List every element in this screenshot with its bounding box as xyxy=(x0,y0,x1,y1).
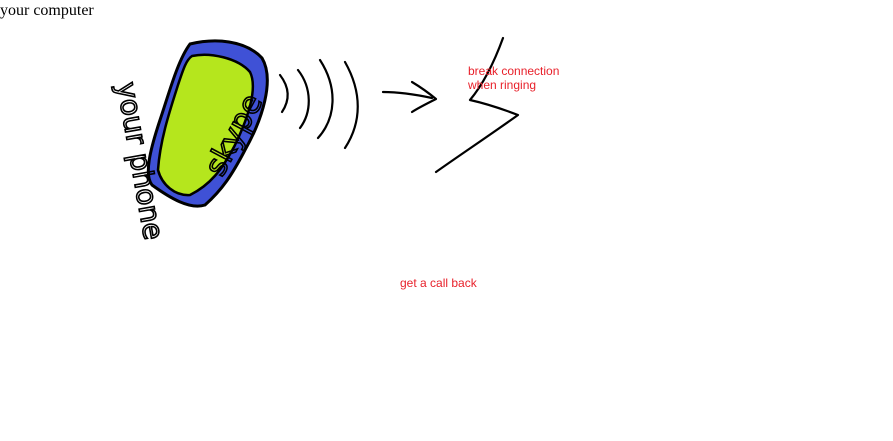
break-connection-line2: when ringing xyxy=(468,78,537,92)
your-phone: skype xyxy=(146,39,271,208)
sound-waves-icon xyxy=(278,58,359,150)
arrow-icon xyxy=(381,80,438,114)
your-computer-handwriting: your computer xyxy=(0,2,94,19)
break-connection-line1: break connection xyxy=(468,64,560,78)
break-connection-icon xyxy=(434,36,520,174)
get-call-back-label: get a call back xyxy=(400,276,477,290)
your-phone-screen xyxy=(156,53,255,197)
break-connection-label: break connection when ringing xyxy=(468,64,559,92)
your-computer-label: your computer xyxy=(0,2,94,19)
